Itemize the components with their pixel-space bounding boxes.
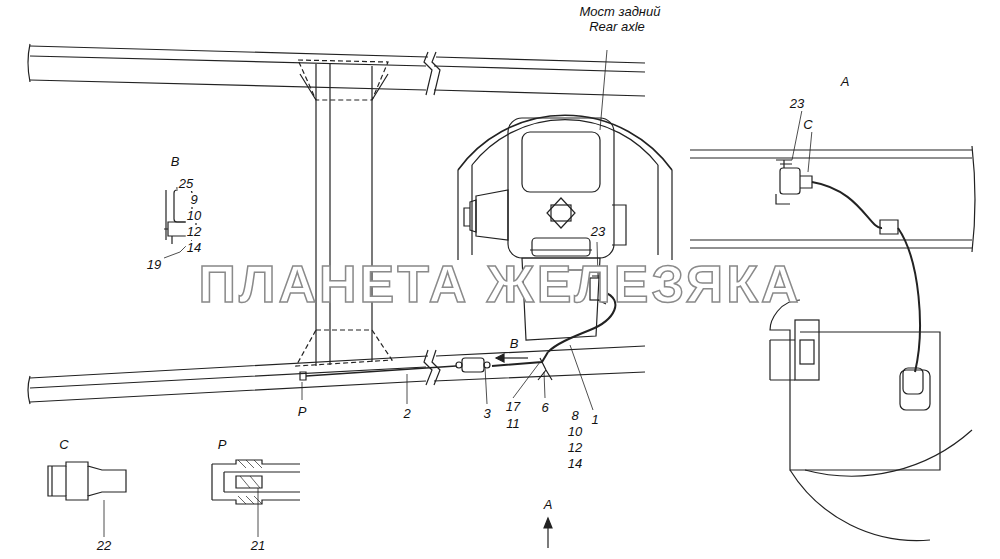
view-label: С bbox=[802, 118, 813, 132]
view-label: С bbox=[58, 438, 69, 452]
callout-number: 10 bbox=[186, 209, 202, 223]
callout-number: 17 bbox=[505, 400, 521, 414]
callout-number: 10 bbox=[567, 425, 583, 439]
callout-number: 12 bbox=[567, 441, 583, 455]
callout-number: 14 bbox=[567, 457, 583, 471]
callout-number: 9 bbox=[189, 193, 198, 207]
callout-number: 2 bbox=[402, 407, 411, 421]
view-label: А bbox=[840, 75, 851, 89]
callout-number: 6 bbox=[540, 401, 549, 415]
callout-number: 23 bbox=[789, 97, 805, 111]
callout-number: 23 bbox=[590, 225, 606, 239]
callout-number: 14 bbox=[186, 241, 202, 255]
view-label: Р bbox=[217, 438, 228, 452]
callout-number: 3 bbox=[482, 407, 491, 421]
view-label: В bbox=[170, 155, 181, 169]
callout-number: 22 bbox=[96, 539, 112, 553]
callout-number: 8 bbox=[570, 409, 579, 423]
view-label: В bbox=[509, 337, 520, 351]
callout-number: 12 bbox=[186, 225, 202, 239]
view-label: Р bbox=[297, 405, 308, 419]
view-label: Мост задний bbox=[579, 5, 662, 19]
callout-number: 21 bbox=[250, 539, 266, 553]
view-label: А bbox=[543, 498, 554, 512]
callout-number: 19 bbox=[146, 258, 162, 272]
watermark: ПЛАНЕТА ЖЕЛЕЗЯКА bbox=[199, 256, 802, 312]
callout-number: 25 bbox=[178, 177, 194, 191]
callout-number: 1 bbox=[590, 413, 599, 427]
view-label: Rear axle bbox=[588, 20, 646, 34]
callout-number: 11 bbox=[505, 417, 521, 431]
